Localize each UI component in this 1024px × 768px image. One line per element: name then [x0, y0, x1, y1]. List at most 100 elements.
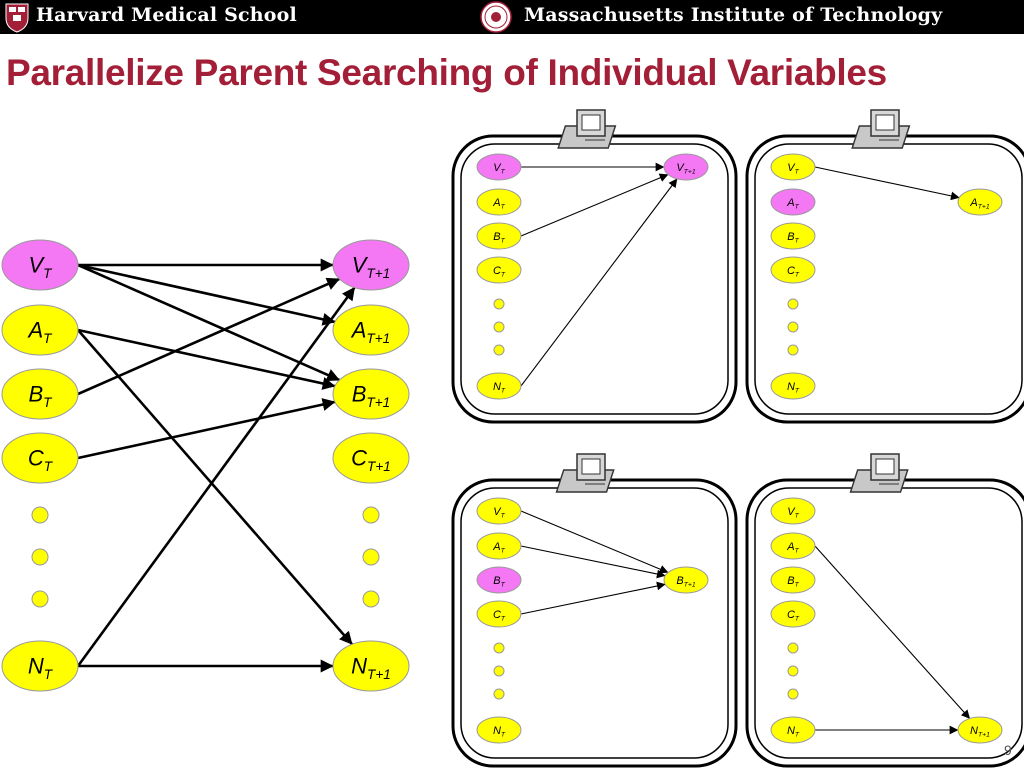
ellipsis-dot — [493, 665, 505, 677]
computer-panel-B: VT AT BT CT NT BT+1 — [451, 453, 738, 768]
target-node-C — [332, 432, 410, 484]
panel-target-node-label: VT+1 — [676, 162, 695, 176]
mit-seal-icon — [480, 1, 512, 33]
panel-node-C — [770, 600, 816, 628]
ellipsis-dot — [493, 298, 505, 310]
ellipsis-dot — [787, 298, 799, 310]
panel-node-A-label: AT — [786, 541, 799, 555]
panel-node-B — [476, 222, 522, 250]
main-edge-A-B — [77, 328, 336, 390]
source-node-V — [1, 239, 79, 291]
ellipsis-dot — [787, 642, 799, 654]
panel-edge-A — [520, 545, 666, 579]
target-node-A-label: AT+1 — [350, 318, 391, 347]
ellipsis-dot — [787, 321, 799, 333]
panel-edge-V — [520, 510, 669, 574]
panel-node-N-label: NT — [493, 381, 506, 395]
panel-node-C — [476, 256, 522, 284]
panel-node-V-label: VT — [787, 506, 799, 520]
ellipsis-dot — [493, 688, 505, 700]
panel-node-C — [476, 600, 522, 628]
panel-node-B — [770, 222, 816, 250]
panel-edge-V — [814, 166, 960, 201]
panel-node-V — [770, 497, 816, 525]
panel-node-C-label: CT — [493, 609, 506, 623]
panel-target-node-label: BT+1 — [676, 575, 695, 589]
target-node-C-label: CT+1 — [351, 446, 391, 475]
panel-target-node — [663, 566, 709, 594]
panel-target-node-label: AT+1 — [969, 197, 989, 211]
panel-target-node-label: NT+1 — [970, 725, 990, 739]
panel-node-A — [476, 532, 522, 560]
computer-icon — [849, 453, 909, 493]
source-node-C-label: CT — [28, 446, 54, 475]
target-node-B — [332, 368, 410, 420]
panel-node-A-label: AT — [492, 541, 505, 555]
harvard-title: Harvard Medical School — [36, 4, 297, 26]
target-node-V — [332, 239, 410, 291]
panel-node-V-label: VT — [493, 506, 505, 520]
main-edge-V-A — [77, 263, 336, 326]
panel-node-V — [476, 497, 522, 525]
ellipsis-dot — [493, 321, 505, 333]
panel-node-N — [476, 372, 522, 400]
computer-icon — [851, 109, 911, 149]
mit-title: Massachusetts Institute of Technology — [524, 4, 943, 26]
panel-node-B-label: BT — [493, 575, 505, 589]
panel-node-B-label: BT — [787, 231, 799, 245]
target-node-A — [332, 304, 410, 356]
main-edge-B-V — [77, 277, 341, 396]
panel-node-N — [476, 716, 522, 744]
panel-edge-B — [520, 173, 669, 237]
ellipsis-dot — [493, 344, 505, 356]
panel-node-A-label: AT — [492, 197, 505, 211]
panel-edge-A — [814, 545, 971, 719]
target-node-V-label: VT+1 — [352, 253, 391, 282]
ellipsis-dot — [31, 506, 49, 524]
ellipsis-dot — [787, 665, 799, 677]
panel-target-node — [663, 153, 709, 181]
panel-node-V — [476, 153, 522, 181]
panel-node-A — [770, 532, 816, 560]
panel-target-node — [957, 188, 1003, 216]
panel-node-B-label: BT — [493, 231, 505, 245]
panel-node-A-label: AT — [786, 197, 799, 211]
page-number: 9 — [1004, 742, 1012, 758]
computer-icon — [555, 453, 615, 493]
panel-node-V — [770, 153, 816, 181]
ellipsis-dot — [787, 688, 799, 700]
panel-node-N — [770, 716, 816, 744]
panel-node-N — [770, 372, 816, 400]
panel-node-N-label: NT — [493, 725, 506, 739]
panel-node-C-label: CT — [787, 609, 800, 623]
source-node-V-label: VT — [28, 253, 53, 282]
computer-icon — [557, 109, 617, 149]
ellipsis-dot — [493, 642, 505, 654]
source-node-N — [1, 640, 79, 692]
panel-node-B — [770, 566, 816, 594]
panel-node-C-label: CT — [493, 265, 506, 279]
harvard-shield-icon — [5, 3, 29, 33]
panel-node-A — [476, 188, 522, 216]
source-node-A-label: AT — [26, 318, 53, 347]
source-node-B — [1, 368, 79, 420]
main-edge-A-N — [77, 329, 354, 646]
ellipsis-dot — [362, 506, 380, 524]
source-node-B-label: BT — [28, 382, 53, 411]
source-node-C — [1, 432, 79, 484]
panel-node-N-label: NT — [787, 725, 800, 739]
target-node-N-label: NT+1 — [351, 654, 391, 683]
ellipsis-dot — [362, 548, 380, 566]
panel-node-V-label: VT — [787, 162, 799, 176]
panel-node-C — [770, 256, 816, 284]
ellipsis-dot — [31, 548, 49, 566]
header-bar — [0, 0, 1024, 34]
slide-title: Parallelize Parent Searching of Individu… — [6, 52, 887, 93]
panel-edge-N — [520, 178, 678, 387]
